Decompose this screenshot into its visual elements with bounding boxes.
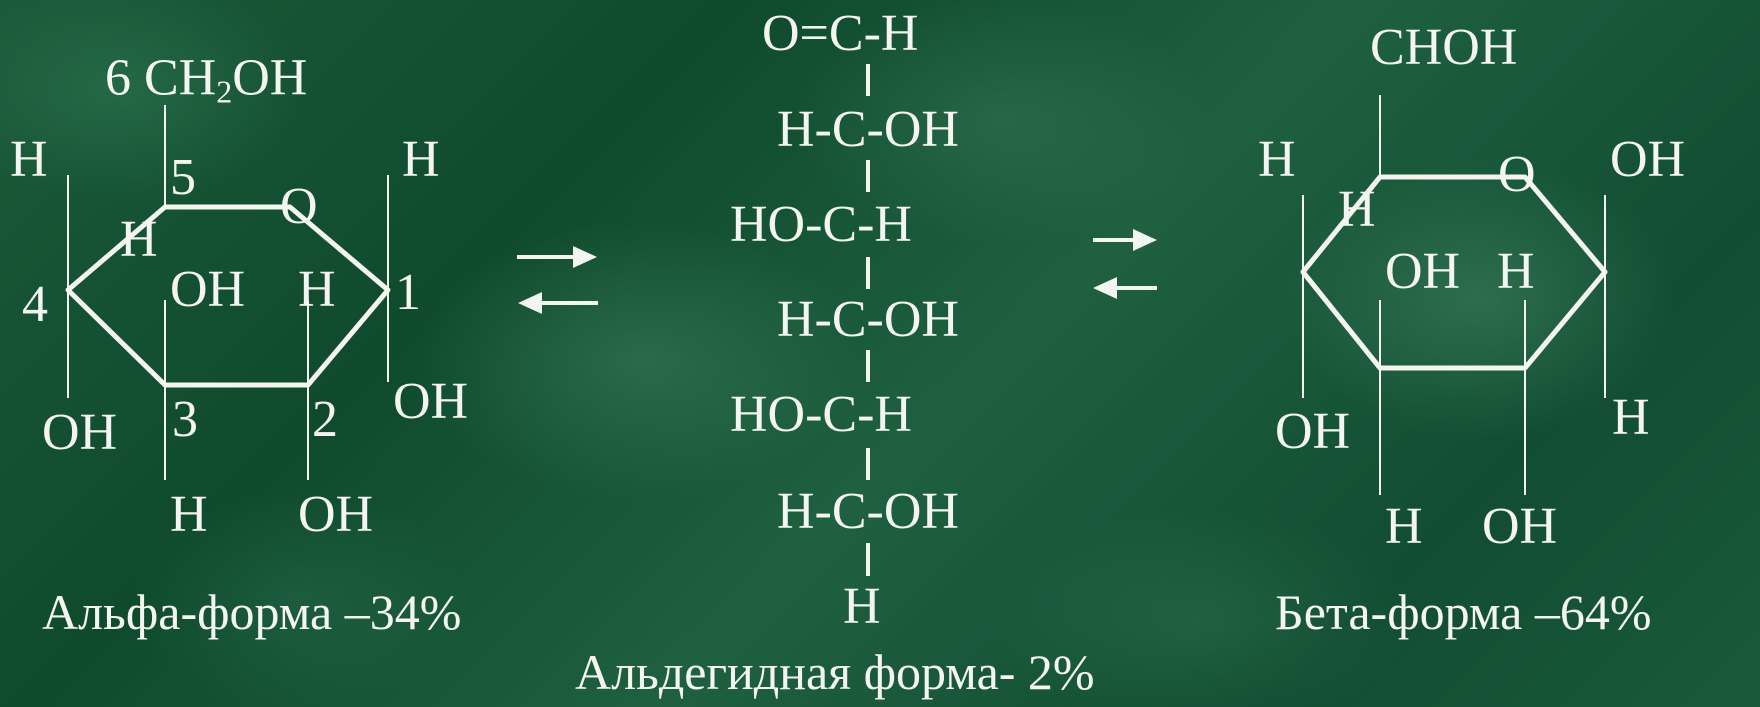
- alpha-number-5: 5: [170, 149, 196, 206]
- alpha-oh1: OH: [393, 373, 469, 430]
- beta-caption: Бета-форма –64%: [1275, 584, 1652, 640]
- beta-h-center: H: [1497, 243, 1535, 300]
- arrow-right-forward-head: [1133, 229, 1157, 251]
- beta-oh-bottom-left: OH: [1275, 403, 1351, 460]
- chain-atom-4: H-C-OH: [777, 291, 959, 348]
- beta-h-bottom: H: [1385, 498, 1423, 555]
- beta-oh-bottom: OH: [1482, 498, 1558, 555]
- beta-h-bottom-right: H: [1612, 389, 1650, 446]
- chain-atom-3: HO-C-H: [730, 196, 912, 253]
- alpha-h5: H: [120, 211, 158, 268]
- alpha-oh4: OH: [42, 404, 118, 461]
- chain-atom-1: O=C-H: [762, 5, 919, 62]
- chain-atom-7: H: [843, 578, 881, 635]
- alpha-h4-top: H: [10, 131, 48, 188]
- alpha-caption: Альфа-форма –34%: [42, 584, 462, 640]
- chain-atom-6: H-C-OH: [777, 483, 959, 540]
- alpha-number-3: 3: [172, 391, 198, 448]
- chain-atom-2: H-C-OH: [777, 101, 959, 158]
- chain-atom-5: HO-C-H: [730, 386, 912, 443]
- alpha-h1-top: H: [402, 131, 440, 188]
- alpha-h2: H: [298, 261, 336, 318]
- beta-h-inner: H: [1338, 181, 1376, 238]
- aldehyde-caption: Альдегидная форма- 2%: [575, 644, 1095, 700]
- arrow-right-back-head: [1093, 277, 1117, 299]
- alpha-h3: H: [170, 486, 208, 543]
- alpha-oh2: OH: [298, 486, 374, 543]
- alpha-c6-label: 6 CH2OH: [105, 49, 308, 110]
- alpha-number-1: 1: [395, 264, 421, 321]
- beta-oh-right: OH: [1610, 131, 1686, 188]
- beta-oh-center: OH: [1385, 243, 1461, 300]
- alpha-number-4: 4: [22, 276, 48, 333]
- arrow-left-back-head: [518, 292, 542, 314]
- alpha-number-2: 2: [312, 391, 338, 448]
- alpha-oh3: OH: [170, 261, 246, 318]
- beta-h-left: H: [1258, 131, 1296, 188]
- arrow-left-forward-head: [573, 246, 597, 268]
- beta-ring-oxygen: O: [1498, 146, 1536, 203]
- beta-top-group: CHOH: [1370, 19, 1518, 76]
- alpha-ring-oxygen: O: [280, 178, 318, 235]
